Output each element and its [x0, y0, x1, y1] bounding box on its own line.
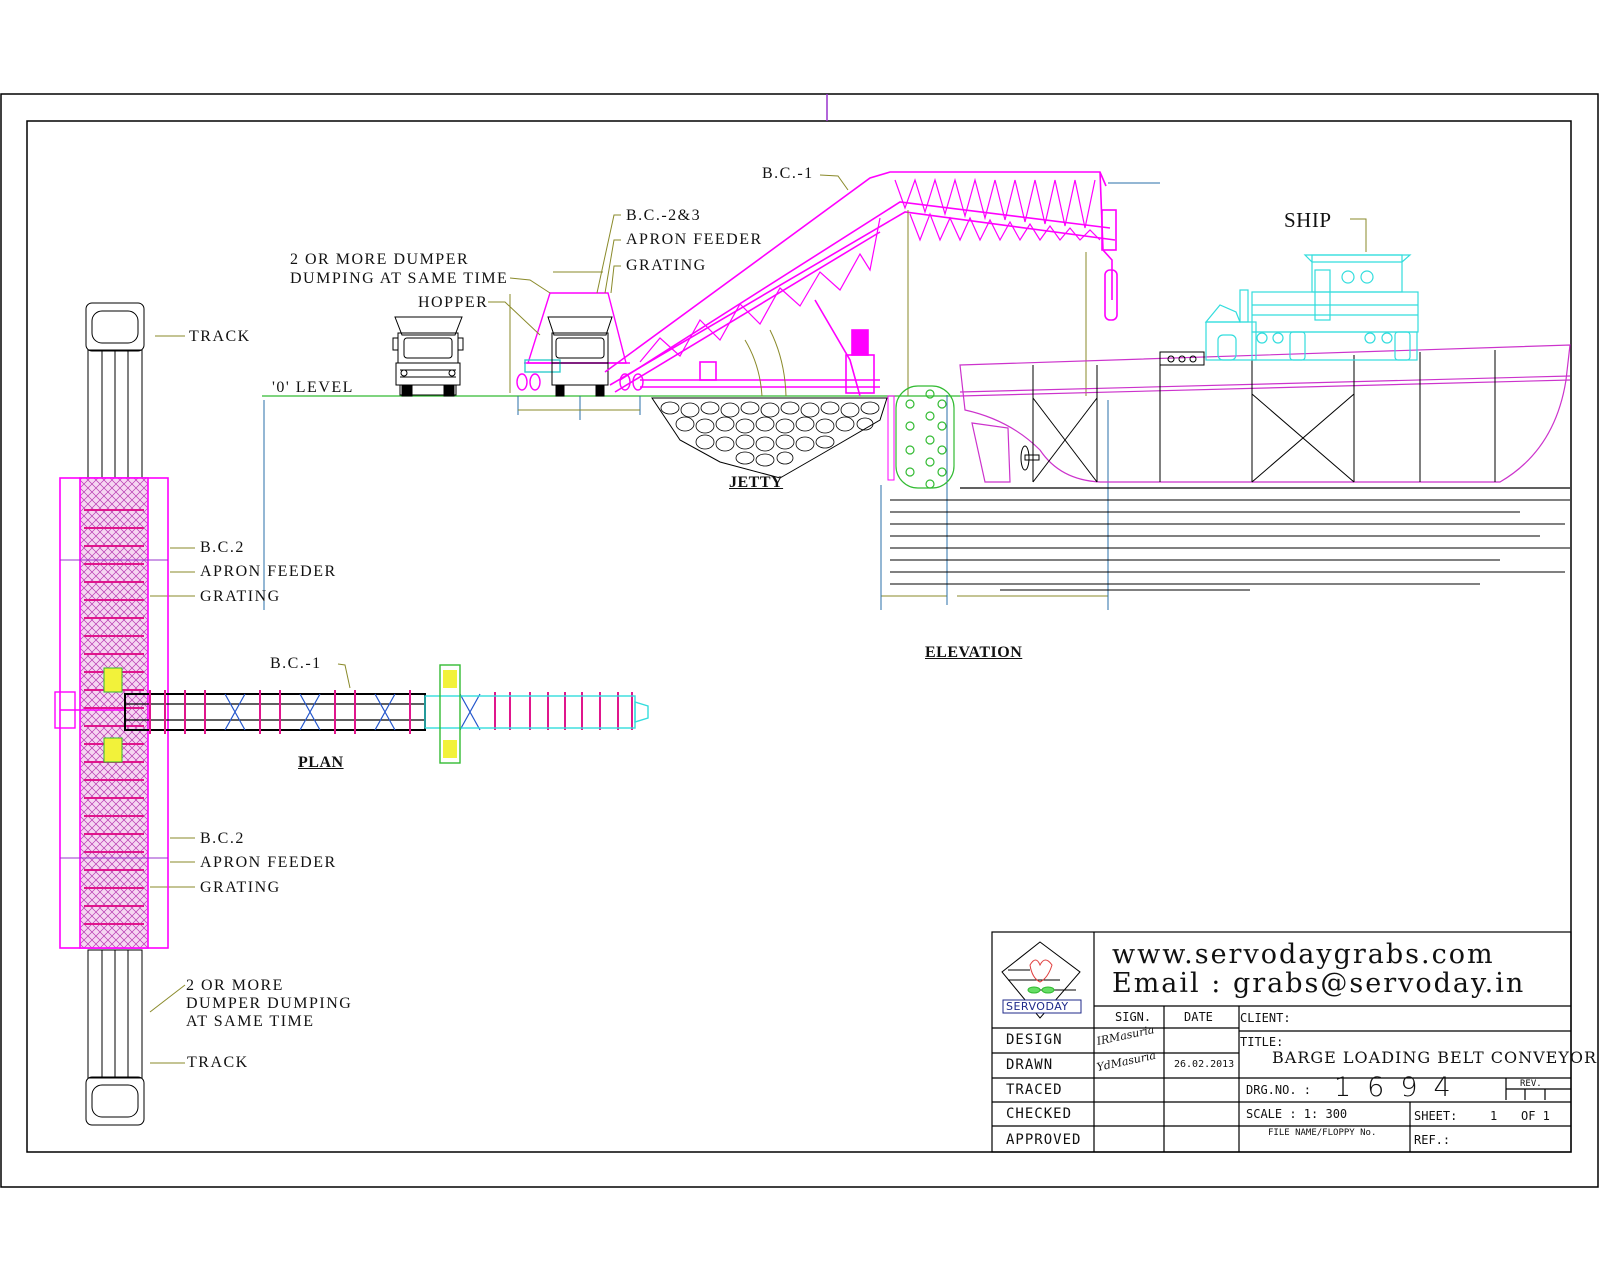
label-elevation: ELEVATION [925, 644, 1023, 661]
label-apron-feeder-top: APRON FEEDER [200, 563, 337, 580]
label-apron-feeder-elevation: APRON FEEDER [626, 231, 763, 248]
drg-no-label: DRG.NO. : [1246, 1083, 1312, 1097]
label-plan: PLAN [298, 754, 344, 771]
ship-cabin [1204, 254, 1419, 361]
ref-label: REF.: [1414, 1133, 1451, 1147]
label-bc1-elevation: B.C.-1 [762, 165, 814, 182]
client-label: CLIENT: [1240, 1011, 1291, 1025]
date-drawn: 26.02.2013 [1174, 1059, 1235, 1070]
company-email: Email : grabs@servoday.in [1112, 968, 1526, 999]
logo-text: SERVODAY [1006, 1000, 1069, 1013]
fender [895, 385, 955, 489]
jetty-rock-fill [651, 395, 895, 481]
dump-truck-front-view [392, 316, 464, 397]
column-sign: SIGN. [1115, 1010, 1152, 1024]
label-ship: SHIP [1284, 208, 1332, 232]
leader-lines [149, 174, 1367, 1064]
dimension-lines [509, 210, 1108, 597]
column-date: DATE [1184, 1010, 1213, 1024]
label-hopper: HOPPER [418, 294, 489, 311]
label-bc2-bottom: B.C.2 [200, 830, 245, 847]
row-label-drawn: DRAWN [1006, 1057, 1054, 1073]
label-bc1-plan: B.C.-1 [270, 655, 322, 672]
company-website: www.servodaygrabs.com [1112, 939, 1495, 970]
label-apron-feeder-bottom: APRON FEEDER [200, 854, 337, 871]
label-dumper-line2: DUMPING AT SAME TIME [290, 270, 509, 287]
scale-label: SCALE : 1: 300 [1246, 1107, 1348, 1121]
label-grating-bottom: GRATING [200, 879, 281, 896]
label-jetty: JETTY [729, 474, 784, 491]
water-hatch [890, 499, 1570, 591]
sheet-value: 1 [1490, 1109, 1498, 1123]
drg-no-value: 1694 [1334, 1072, 1467, 1103]
plan-truck-top [85, 302, 145, 479]
label-dumper-plan-line2: DUMPER DUMPING [186, 995, 353, 1012]
sheet-of: OF 1 [1521, 1109, 1550, 1123]
rev-label: REV. [1520, 1079, 1542, 1089]
label-bc2-top: B.C.2 [200, 539, 245, 556]
title-block-grid [991, 931, 1572, 1153]
zero-level-line [262, 395, 960, 610]
plan-hopper-grating [59, 477, 169, 949]
label-bc23: B.C.-2&3 [626, 207, 702, 224]
label-dumper-plan-line1: 2 OR MORE [186, 977, 284, 994]
sheet-border [0, 93, 1599, 1188]
servoday-logo-icon [1001, 941, 1082, 1019]
truck-under-hopper [547, 316, 613, 397]
file-name-label: FILE NAME/FLOPPY No. [1268, 1128, 1377, 1138]
label-dumper-plan-line3: AT SAME TIME [186, 1013, 315, 1030]
drawing-title: BARGE LOADING BELT CONVEYOR [1272, 1048, 1598, 1067]
plan-bc1-conveyor [54, 664, 649, 764]
row-label-traced: TRACED [1006, 1082, 1063, 1098]
label-grating-top: GRATING [200, 588, 281, 605]
row-label-design: DESIGN [1006, 1032, 1063, 1048]
label-dumper-line1: 2 OR MORE DUMPER [290, 251, 470, 268]
barge-hull [959, 344, 1571, 489]
title-label: TITLE: [1240, 1035, 1284, 1049]
sheet-label: SHEET: [1414, 1109, 1458, 1123]
label-track-bottom: TRACK [187, 1054, 249, 1071]
row-label-approved: APPROVED [1006, 1132, 1082, 1148]
label-grating-elevation: GRATING [626, 257, 707, 274]
row-label-checked: CHECKED [1006, 1106, 1073, 1122]
plan-truck-bottom [85, 949, 145, 1126]
label-track-top: TRACK [189, 328, 251, 345]
label-zero-level: '0' LEVEL [272, 379, 354, 396]
hopper-wheels [516, 373, 644, 391]
